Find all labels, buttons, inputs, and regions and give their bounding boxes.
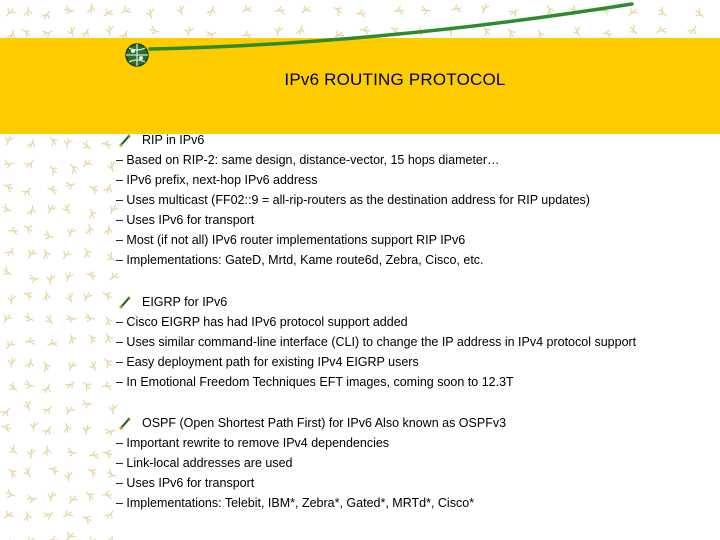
- section-heading-text: OSPF (Open Shortest Path First) for IPv6…: [142, 416, 507, 430]
- section-heading: EIGRP for IPv6: [118, 292, 227, 312]
- list-item: – Important rewrite to remove IPv4 depen…: [116, 436, 390, 450]
- list-item: – Based on RIP-2: same design, distance-…: [116, 153, 500, 167]
- section-heading-text: EIGRP for IPv6: [142, 295, 228, 309]
- list-item: – Uses IPv6 for transport: [116, 213, 255, 227]
- globe-icon: [125, 43, 149, 67]
- title-band: [0, 38, 720, 134]
- pen-bullet-icon: [118, 295, 132, 310]
- list-item: – Cisco EIGRP has had IPv6 protocol supp…: [116, 315, 408, 329]
- section-lines: – Based on RIP-2: same design, distance-…: [116, 150, 590, 270]
- list-item: – In Emotional Freedom Techniques EFT im…: [116, 375, 514, 389]
- section-heading: OSPF (Open Shortest Path First) for IPv6…: [118, 413, 506, 433]
- pen-bullet-icon: [118, 416, 132, 431]
- list-item: – Uses multicast (FF02::9 = all-rip-rout…: [116, 193, 590, 207]
- slide-title: IPv6 ROUTING PROTOCOL: [284, 70, 506, 89]
- section-lines: – Important rewrite to remove IPv4 depen…: [116, 433, 474, 513]
- list-item: – Implementations: GateD, Mrtd, Kame rou…: [116, 253, 484, 267]
- decorative-curve: [148, 2, 634, 51]
- section-heading: RIP in IPv6: [118, 130, 204, 150]
- list-item: – IPv6 prefix, next-hop IPv6 address: [116, 173, 318, 187]
- list-item: – Uses IPv6 for transport: [116, 476, 255, 490]
- list-item: – Easy deployment path for existing IPv4…: [116, 355, 419, 369]
- list-item: – Uses similar command-line interface (C…: [116, 335, 637, 349]
- section-lines: – Cisco EIGRP has had IPv6 protocol supp…: [116, 312, 636, 392]
- list-item: – Link-local addresses are used: [116, 456, 293, 470]
- list-item: – Implementations: Telebit, IBM*, Zebra*…: [116, 496, 475, 510]
- pen-bullet-icon: [118, 133, 132, 148]
- list-item: – Most (if not all) IPv6 router implemen…: [116, 233, 466, 247]
- section-heading-text: RIP in IPv6: [142, 133, 205, 147]
